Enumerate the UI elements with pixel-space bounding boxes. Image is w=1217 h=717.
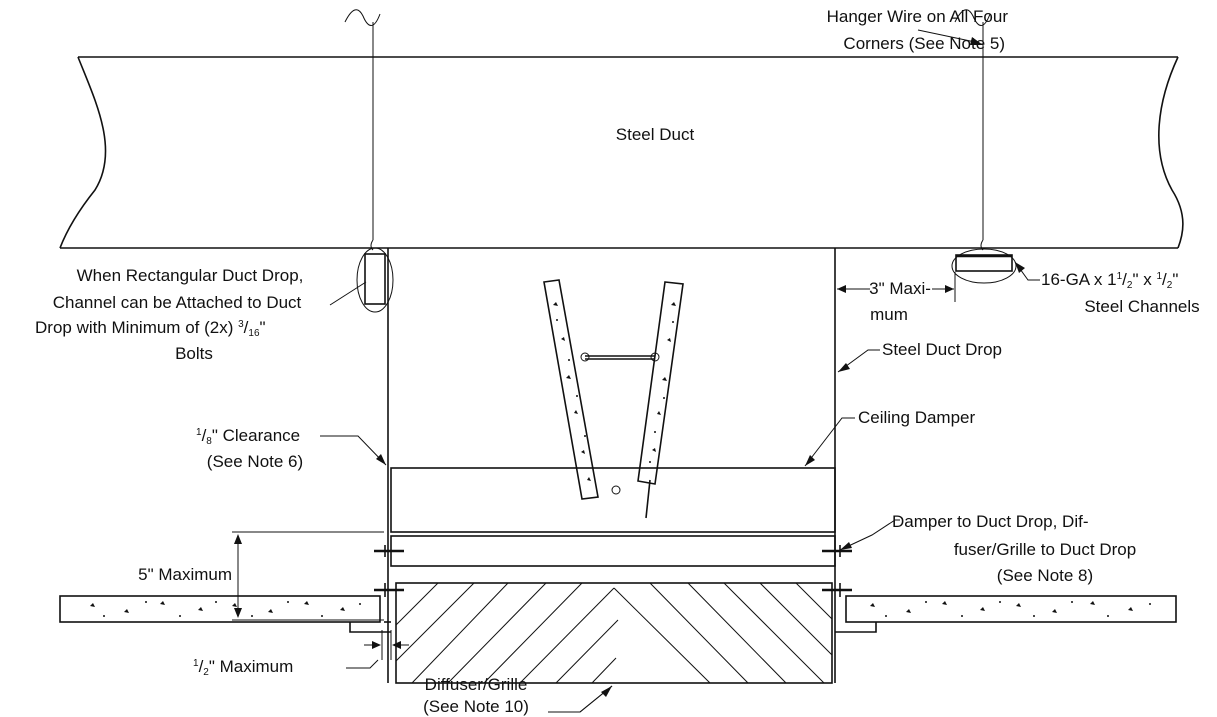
hanger-wire-note: Hanger Wire on All Four Corners (See Not…	[827, 7, 1009, 53]
svg-text:When Rectangular Duct Drop,: When Rectangular Duct Drop,	[77, 266, 304, 285]
svg-text:Channel can be Attached to Duc: Channel can be Attached to Duct	[53, 293, 302, 312]
svg-text:Ceiling Damper: Ceiling Damper	[858, 408, 975, 427]
svg-text:16-GA x 11/2" x 1/2": 16-GA x 11/2" x 1/2"	[1041, 270, 1178, 291]
svg-text:Bolts: Bolts	[175, 344, 213, 363]
rectangular-drop-note: When Rectangular Duct Drop, Channel can …	[35, 266, 367, 363]
hanger-wire-left	[344, 9, 381, 251]
diffuser-note: Diffuser/Grille	[425, 675, 613, 713]
svg-text:1/2" Maximum: 1/2" Maximum	[193, 657, 293, 678]
svg-text:Diffuser/Grille: Diffuser/Grille	[425, 675, 528, 694]
svg-text:Hanger Wire on All Four: Hanger Wire on All Four	[827, 7, 1009, 26]
steel-duct: Steel Duct	[59, 56, 1184, 249]
svg-text:(See Note 6): (See Note 6)	[207, 452, 303, 471]
ceiling-damper-frame	[390, 467, 836, 567]
clearance-note: 1/8" Clearance (See Note 6)	[196, 426, 387, 471]
damper-blades	[543, 279, 684, 519]
half-inch-max-dimension: 1/2" Maximum	[193, 630, 409, 678]
bolts	[374, 545, 852, 597]
bolt-attachment-note: Damper to Duct Drop, Dif- fuser/Grille t…	[839, 512, 1136, 585]
svg-text:Steel Duct Drop: Steel Duct Drop	[882, 340, 1002, 359]
steel-channels-note: 16-GA x 11/2" x 1/2" Steel Channels	[1014, 261, 1200, 316]
left-channel-attachment	[356, 247, 394, 313]
svg-text:1/8" Clearance: 1/8" Clearance	[196, 426, 300, 447]
five-inch-max-dimension: 5" Maximum	[138, 531, 384, 621]
svg-text:Damper to Duct Drop, Dif-: Damper to Duct Drop, Dif-	[892, 512, 1089, 531]
ceiling-damper-note: Ceiling Damper	[804, 408, 975, 467]
diffuser-note-line-2: (See Note 10)	[423, 697, 529, 716]
svg-text:mum: mum	[870, 305, 908, 324]
svg-text:5" Maximum: 5" Maximum	[138, 565, 232, 584]
svg-text:Drop with Minimum of (2x) 3/16: Drop with Minimum of (2x) 3/16"	[35, 318, 266, 339]
steel-duct-drop	[387, 248, 836, 683]
diffuser-grille	[395, 582, 833, 684]
steel-duct-label: Steel Duct	[616, 125, 695, 144]
three-inch-max-dimension: 3" Maxi- mum	[837, 272, 956, 324]
ceiling-right	[835, 595, 1177, 633]
svg-text:(See Note 8): (See Note 8)	[997, 566, 1093, 585]
svg-text:Steel Channels: Steel Channels	[1084, 297, 1199, 316]
ceiling-left	[59, 595, 391, 633]
svg-text:Corners (See Note 5): Corners (See Note 5)	[843, 34, 1005, 53]
right-channel-attachment	[951, 248, 1017, 284]
svg-text:3" Maxi-: 3" Maxi-	[869, 279, 931, 298]
steel-duct-drop-note: Steel Duct Drop	[837, 340, 1002, 373]
svg-text:fuser/Grille to Duct Drop: fuser/Grille to Duct Drop	[954, 540, 1136, 559]
